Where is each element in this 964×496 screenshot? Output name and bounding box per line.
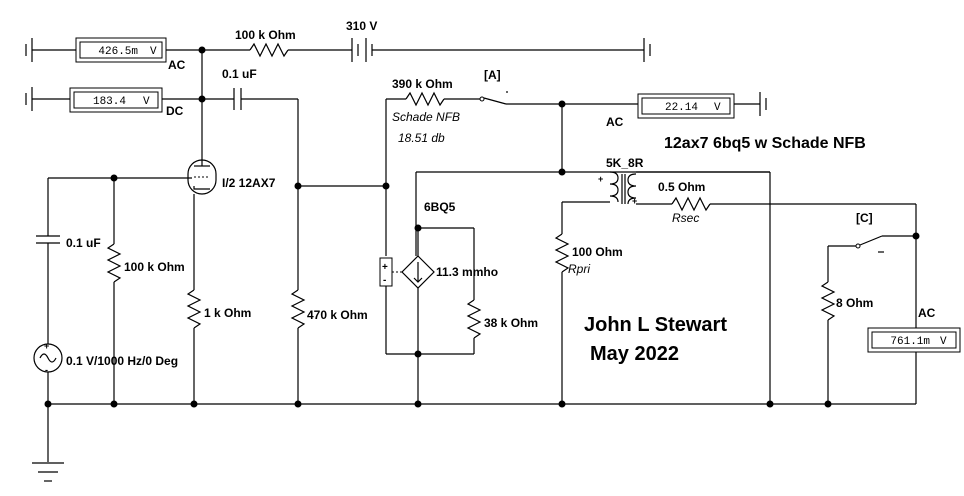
svg-text:+: + [44, 341, 49, 351]
label-switch-a: [A] [484, 68, 501, 82]
label-r-plate-res: 38 k Ohm [484, 316, 538, 330]
label-battery: 310 V [346, 19, 377, 33]
label-r-sec: 0.5 Ohm [658, 180, 705, 194]
svg-text:-: - [45, 365, 48, 375]
label-source: 0.1 V/1000 Hz/0 Deg [66, 354, 178, 368]
meter-2-ground [25, 87, 70, 111]
battery-310v [351, 38, 373, 62]
svg-text:+: + [598, 174, 603, 184]
meter-1-unit: V [150, 46, 157, 58]
label-r-input: 100 k Ohm [124, 260, 185, 274]
voltmeter-1: 426.5m V [75, 37, 167, 63]
meter-1-ground [25, 38, 76, 62]
svg-text:+: + [382, 262, 388, 273]
label-switch-c: [C] [856, 211, 873, 225]
svg-text:+: + [632, 196, 637, 206]
label-transformer: 5K_8R [606, 156, 644, 170]
resistor-grid [290, 289, 306, 329]
meter-4-value: 761.1m [890, 336, 930, 348]
label-gm: 11.3 mmho [436, 265, 498, 279]
label-r-cathode: 1 k Ohm [204, 306, 251, 320]
date: May 2022 [590, 343, 679, 365]
capacitor-coupling [233, 88, 242, 110]
meter-2-value: 183.4 [93, 96, 126, 108]
voltmeter-4: 761.1m V [867, 327, 961, 353]
label-nfb-gain: 18.51 db [398, 131, 445, 145]
author: John L Stewart [584, 314, 727, 336]
resistor-plate-res [466, 299, 482, 339]
meter-2-unit: V [143, 96, 150, 108]
dependent-current-source [401, 255, 435, 289]
resistor-sec [671, 196, 711, 212]
ground-symbol [32, 462, 64, 482]
control-terminals: + - [379, 257, 393, 287]
label-r-pri: 100 Ohm [572, 245, 623, 259]
label-c-couple: 0.1 uF [222, 67, 257, 81]
label-tube: I/2 12AX7 [222, 176, 276, 190]
resistor-nfb [405, 91, 445, 107]
capacitor-input [36, 235, 60, 244]
ac-source: + - [33, 341, 63, 375]
meter-3-mode: AC [606, 115, 624, 129]
resistor-cathode [186, 289, 202, 329]
meter-2-mode: DC [166, 104, 184, 118]
meter-4-unit: V [940, 336, 947, 348]
meter-3-unit: V [714, 102, 721, 114]
voltmeter-2: 183.4 V [69, 87, 163, 113]
label-r-nfb: 390 k Ohm [392, 77, 453, 91]
meter-1-mode: AC [168, 58, 186, 72]
switch-a[interactable] [479, 91, 508, 105]
label-c-input: 0.1 uF [66, 236, 101, 250]
meter-1-value: 426.5m [98, 46, 138, 58]
meter-4-mode: AC [918, 306, 936, 320]
label-r-plate: 100 k Ohm [235, 28, 296, 42]
switch-c[interactable] [855, 235, 884, 253]
page-title: 12ax7 6bq5 w Schade NFB [664, 135, 866, 152]
label-r-sec-name: Rsec [672, 211, 699, 225]
voltmeter-3: 22.14 V [637, 93, 735, 119]
resistor-plate-load [249, 42, 289, 58]
label-r-pri-name: Rpri [568, 262, 590, 276]
resistor-load [820, 281, 836, 321]
label-r-load: 8 Ohm [836, 296, 873, 310]
resistor-pri [554, 233, 570, 273]
label-r-grid: 470 k Ohm [307, 308, 368, 322]
meter-3-value: 22.14 [665, 102, 698, 114]
svg-text:-: - [383, 275, 386, 286]
resistor-input [106, 243, 122, 283]
output-transformer: + + [598, 171, 637, 206]
label-pentode: 6BQ5 [424, 200, 456, 214]
label-nfb-name: Schade NFB [392, 110, 460, 124]
